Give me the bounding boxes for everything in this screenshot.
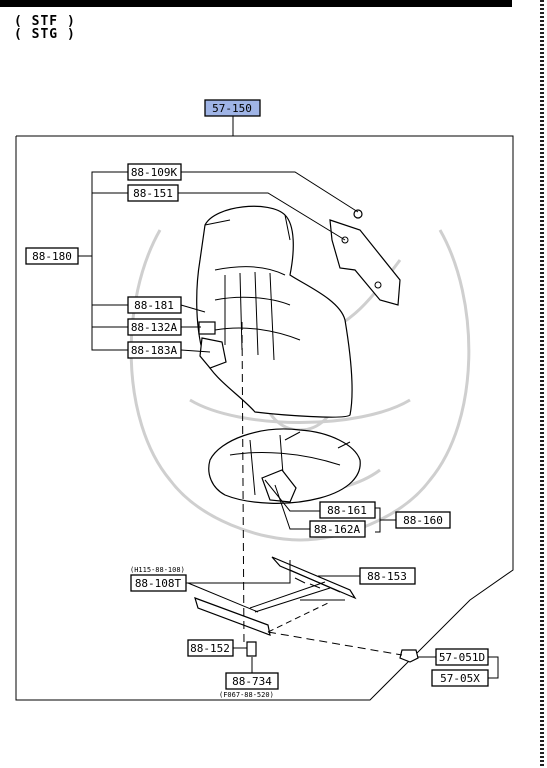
callout-57-051d-text: 57-051D: [439, 651, 485, 664]
callout-88-162a[interactable]: 88-162A: [309, 520, 366, 538]
model-variant-stg: ( STG ): [14, 27, 76, 42]
callout-88-180-text: 88-180: [32, 250, 72, 263]
dashed-centerlines: [241, 321, 403, 656]
callout-57-150-text: 57-150: [212, 102, 252, 115]
seat-rail: [194, 556, 357, 636]
callout-57-150[interactable]: 57-150: [204, 99, 261, 117]
callout-88-151-text: 88-151: [133, 187, 173, 200]
callout-88-108t[interactable]: 88-108T: [130, 574, 187, 592]
callout-88-153[interactable]: 88-153: [359, 567, 416, 585]
callout-88-152-text: 88-152: [190, 642, 230, 655]
model-variant-stf: ( STF ): [14, 14, 76, 29]
callout-88-180[interactable]: 88-180: [25, 247, 79, 265]
recliner-hinge: [329, 209, 401, 306]
callout-88-734[interactable]: 88-734: [225, 672, 279, 690]
seat-back: [196, 205, 353, 418]
callout-88-152[interactable]: 88-152: [187, 639, 234, 657]
callout-88-160-text: 88-160: [403, 514, 443, 527]
callout-88-108t-text: 88-108T: [135, 577, 182, 590]
callout-88-734-text: 88-734: [232, 675, 272, 688]
callout-88-132a[interactable]: 88-132A: [127, 318, 182, 336]
callout-88-109k[interactable]: 88-109K: [127, 163, 182, 181]
callout-88-151[interactable]: 88-151: [127, 184, 179, 202]
callout-88-161-text: 88-161: [327, 504, 367, 517]
callout-57-051d[interactable]: 57-051D: [435, 648, 489, 666]
note-h115-88-108: (H115-88-108): [130, 566, 185, 574]
callout-88-160[interactable]: 88-160: [395, 511, 451, 529]
top-rule: [0, 0, 512, 7]
callout-88-181[interactable]: 88-181: [127, 296, 182, 314]
page-edge: [540, 0, 544, 768]
callout-88-153-text: 88-153: [367, 570, 407, 583]
assembly-frame: [15, 116, 514, 701]
callout-88-109k-text: 88-109K: [131, 166, 178, 179]
callout-57-05x[interactable]: 57-05X: [431, 669, 489, 687]
callout-57-05x-text: 57-05X: [440, 672, 480, 685]
leader-lines: [78, 171, 499, 679]
callout-88-183a[interactable]: 88-183A: [127, 341, 182, 359]
bolts: [246, 641, 419, 663]
note-f067-88-520: (F067-88-520): [219, 691, 274, 699]
seat-cushion: [208, 428, 361, 504]
callout-88-132a-text: 88-132A: [131, 321, 178, 334]
callout-88-162a-text: 88-162A: [314, 523, 361, 536]
callout-88-181-text: 88-181: [134, 299, 174, 312]
callout-88-183a-text: 88-183A: [131, 344, 178, 357]
callout-88-161[interactable]: 88-161: [319, 501, 376, 519]
